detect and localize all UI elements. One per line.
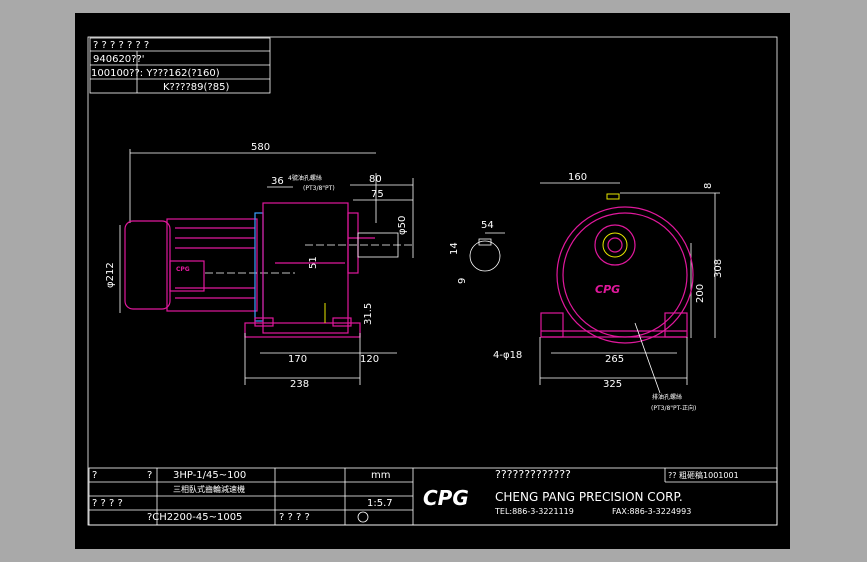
dim-308: 308: [713, 259, 724, 278]
tb-qqqq: ? ? ? ?: [92, 498, 123, 509]
tb-company-cn: ?????????????: [495, 468, 571, 481]
cad-drawing: ? ? ? ? ? ? ? 940620??' 100100??: Y???16…: [87, 36, 778, 526]
dim-54: 54: [481, 220, 494, 231]
dim-580: 580: [251, 142, 270, 153]
top-title-block: ? ? ? ? ? ? ? 940620??' 100100??: Y???16…: [89, 37, 271, 94]
dim-120: 120: [360, 354, 379, 365]
projection-symbol-icon: [357, 511, 369, 523]
frame-border: [87, 36, 778, 526]
front-logo: CPG: [595, 283, 620, 296]
dim-325: 325: [603, 379, 622, 390]
tb-model-no: ?CH2200-45~1005: [147, 512, 242, 523]
key-view: 54 14 9: [449, 220, 505, 284]
tb-fax: FAX:886-3-3224993: [612, 507, 691, 516]
dim-phi212: φ212: [105, 262, 116, 288]
side-view: 580 80 75 36 4號油孔螺絲 (PT3/8"PT) φ50 φ212 …: [105, 142, 415, 390]
tb-desc: 三相臥式齒輪減速機: [173, 484, 245, 494]
note-drain: 排油孔螺絲: [652, 393, 682, 401]
tb-unit: mm: [371, 470, 390, 481]
dim-holes: 4-φ18: [493, 350, 522, 361]
top-row3: K????89(?85): [163, 82, 229, 93]
tb-model-range: 3HP-1/45~100: [173, 470, 246, 481]
front-view: 160 8 308 200 CPG 4-φ18 265 325 排油孔螺絲 (P…: [493, 172, 724, 412]
dim-160: 160: [568, 172, 587, 183]
dim-36: 36: [271, 176, 284, 187]
dim-phi50: φ50: [397, 216, 408, 235]
tb-q2: ?: [147, 470, 152, 481]
tb-tel: TEL:886-3-3221119: [494, 507, 574, 516]
dim-238: 238: [290, 379, 309, 390]
dim-200: 200: [695, 284, 706, 303]
tb-scale: 1:5.7: [367, 498, 393, 509]
drawing-sheet: ? ? ? ? ? ? ? 940620??' 100100??: Y???16…: [75, 13, 790, 549]
tb-qqqq-2: ? ? ? ?: [279, 512, 310, 523]
dim-8: 8: [703, 183, 714, 189]
dim-75: 75: [371, 189, 384, 200]
dim-170: 170: [288, 354, 307, 365]
tb-company-en: CHENG PANG PRECISION CORP.: [495, 490, 683, 504]
motor-logo: CPG: [176, 266, 190, 273]
tb-q1: ?: [92, 470, 97, 481]
dim-51: 51: [308, 256, 319, 269]
note-oil-plug: 4號油孔螺絲: [288, 174, 322, 182]
dim-9: 9: [457, 278, 468, 284]
dim-14: 14: [449, 242, 460, 255]
top-row1: 940620??': [93, 54, 145, 65]
note-drain-spec: (PT3/8"PT-正向): [651, 404, 696, 412]
dim-31-5: 31.5: [363, 303, 374, 325]
top-header: ? ? ? ? ? ? ?: [93, 40, 149, 51]
dim-265: 265: [605, 354, 624, 365]
top-row2: 100100??: Y???162(?160): [91, 68, 220, 79]
bottom-title-block: ? ? 3HP-1/45~100 三相臥式齒輪減速機 mm 1:5.7 ? ? …: [88, 467, 778, 526]
tb-drawing-no: ?? 粗砸稿1001001: [668, 470, 739, 480]
note-oil-plug-spec: (PT3/8"PT): [303, 185, 335, 192]
dim-80: 80: [369, 174, 382, 185]
tb-logo: CPG: [423, 486, 469, 510]
